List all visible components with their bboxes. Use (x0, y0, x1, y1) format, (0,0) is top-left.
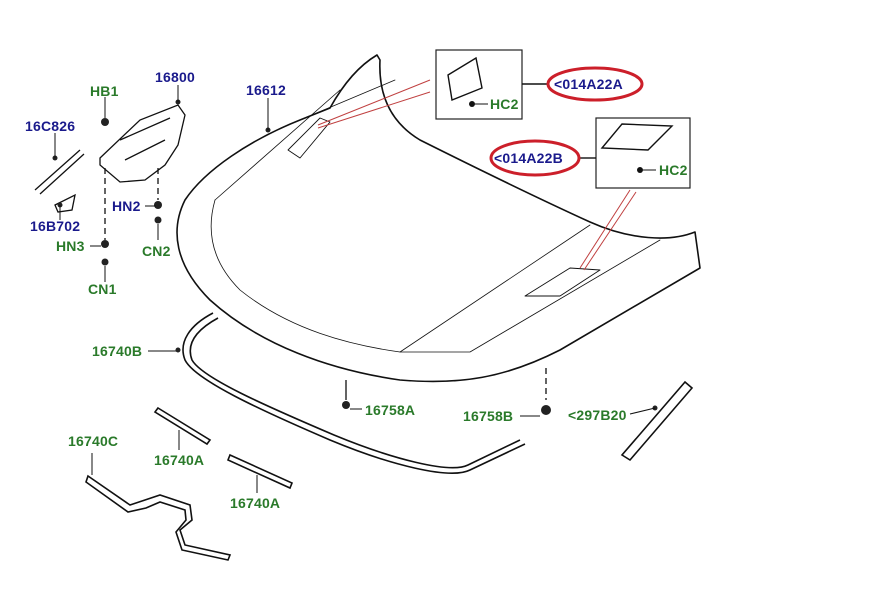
tube-297b20 (620, 380, 694, 462)
label-297b20: <297B20 (568, 407, 627, 423)
label-16612: 16612 (246, 82, 286, 98)
highlight-ring-014a22a (546, 66, 644, 102)
label-hc2-a: HC2 (490, 96, 519, 112)
seal-16740a-2 (226, 453, 294, 490)
label-16758a: 16758A (365, 402, 416, 418)
label-hn2: HN2 (112, 198, 141, 214)
label-16b702: 16B702 (30, 218, 81, 234)
label-hb1: HB1 (90, 83, 119, 99)
seal-16740c (85, 474, 232, 561)
seal-16740a-1 (153, 406, 212, 446)
label-16740c: 16740C (68, 433, 119, 449)
label-16758b: 16758B (463, 408, 514, 424)
label-16c826: 16C826 (25, 118, 76, 134)
label-014a22a: <014A22A (554, 76, 623, 92)
hood-panel-16612 (176, 54, 701, 383)
gas-strut-16c826 (34, 149, 85, 195)
label-16740b: 16740B (92, 343, 143, 359)
label-16740a-2: 16740A (230, 495, 281, 511)
seal-16740b (182, 312, 526, 474)
detail-box-014a22a (435, 49, 523, 120)
detail-box-014a22b (595, 117, 691, 189)
label-16800: 16800 (155, 69, 195, 85)
label-hc2-b: HC2 (659, 162, 688, 178)
hinge-16800 (99, 104, 186, 183)
highlight-ring-014a22b (489, 139, 581, 177)
label-014a22b: <014A22B (494, 150, 563, 166)
label-cn1: CN1 (88, 281, 117, 297)
label-hn3: HN3 (56, 238, 85, 254)
label-cn2: CN2 (142, 243, 171, 259)
label-16740a-1: 16740A (154, 452, 205, 468)
